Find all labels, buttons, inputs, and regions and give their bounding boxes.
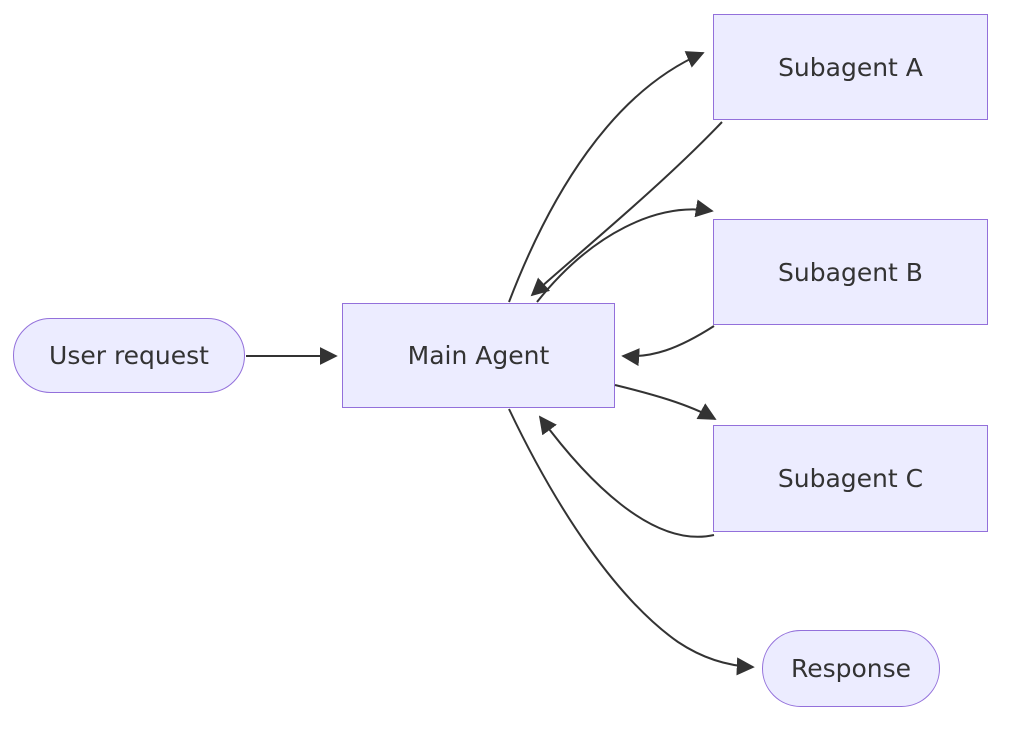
edge-main-agent-to-subagent-b [536,199,714,303]
edge-main-agent-to-subagent-c [614,384,717,420]
node-main-agent: Main Agent [342,303,615,408]
node-subagent-b-label: Subagent B [778,257,923,287]
node-subagent-c-label: Subagent C [777,464,924,493]
node-response: Response [762,630,940,707]
edge-subagent-c-to-main-agent [538,415,715,538]
edge-main-agent-to-subagent-a [508,51,705,303]
node-user-request-label: User request [49,341,209,370]
node-subagent-c: Subagent C [713,425,988,532]
node-response-label: Response [790,654,912,683]
node-subagent-b: Subagent B [713,219,988,325]
node-main-agent-label: Main Agent [407,341,550,370]
node-subagent-a: Subagent A [713,14,988,120]
node-user-request: User request [13,318,245,393]
edge-subagent-b-to-main-agent [621,325,715,367]
node-subagent-a-label: Subagent A [778,52,923,82]
edge-subagent-a-to-main-agent [530,121,723,297]
